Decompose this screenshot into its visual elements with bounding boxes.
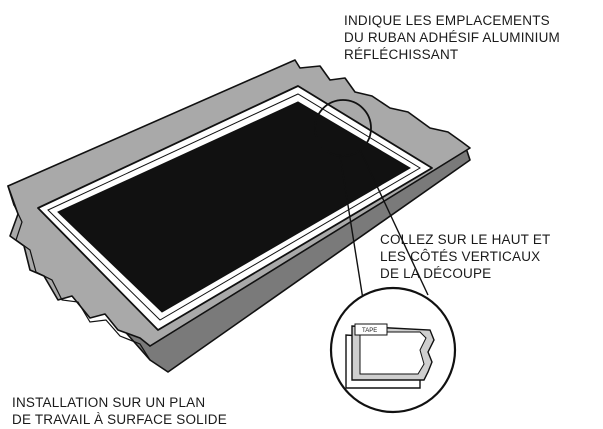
leader-line-right [359,149,429,296]
leader-line-left [339,154,366,313]
tape-tag-label: TAPE [362,328,377,334]
torn-edge-left [13,204,151,361]
cutout-opening [57,101,411,313]
callout-installation: INSTALLATION SUR UN PLAN DE TRAVAIL À SU… [12,395,227,427]
magnified-tape-detail: TAPE [345,323,435,389]
detail-marker-circle [314,99,372,157]
trim-frame-inner-line [47,93,421,321]
callout-tape-locations: INDIQUE LES EMPLACEMENTS DU RUBAN ADHÉSI… [344,13,560,62]
callout-apply-sides: COLLEZ SUR LE HAUT ET LES CÔTÉS VERTICAU… [380,232,551,281]
